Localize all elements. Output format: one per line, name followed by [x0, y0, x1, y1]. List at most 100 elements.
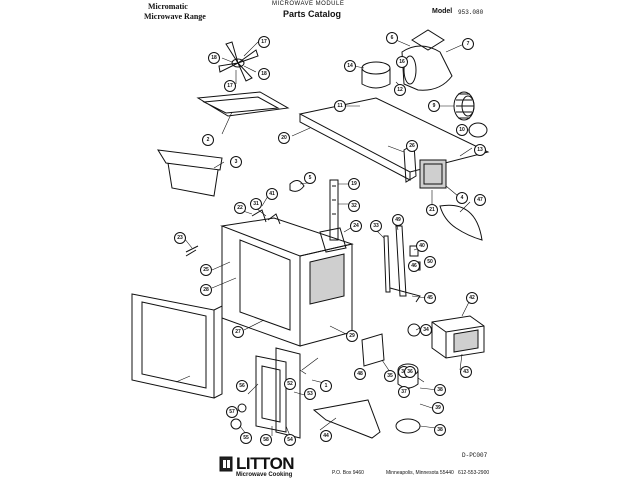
callout-52: 52 [284, 378, 296, 390]
callout-39: 39 [432, 402, 444, 414]
callout-34: 34 [420, 324, 432, 336]
callout-33: 33 [370, 220, 382, 232]
callout-36: 36 [404, 366, 416, 378]
callout-number: 11 [337, 103, 343, 109]
callout-9: 9 [428, 100, 440, 112]
switch-bracket-part [329, 179, 339, 241]
callout-number: 23 [177, 235, 183, 241]
callout-number: 4 [461, 195, 464, 201]
callout-31: 31 [250, 198, 262, 210]
model-number: 953.080 [458, 9, 484, 16]
callout-number: 36 [407, 369, 413, 375]
brand-line-1: Micromatic [148, 2, 188, 11]
callout-number: 26 [409, 143, 415, 149]
callout-10: 10 [456, 124, 468, 136]
callout-number: 16 [399, 59, 405, 65]
callout-26: 26 [406, 140, 418, 152]
callout-21: 21 [426, 204, 438, 216]
callout-number: 46 [411, 263, 417, 269]
callout-11: 11 [334, 100, 346, 112]
bracket-part [185, 245, 199, 257]
callout-47: 47 [474, 194, 486, 206]
callout-32: 32 [348, 200, 360, 212]
callout-25: 25 [200, 264, 212, 276]
callout-number: 47 [477, 197, 483, 203]
callout-number: 29 [349, 333, 355, 339]
callout-number: 38 [437, 387, 443, 393]
callout-46: 46 [408, 260, 420, 272]
door-part [131, 293, 223, 399]
callout-number: 3 [235, 159, 238, 165]
catalog-title: Parts Catalog [283, 9, 342, 19]
callout-number: 28 [203, 287, 209, 293]
callout-38: 38 [434, 384, 446, 396]
brand-tagline: Microwave Cooking [236, 472, 293, 478]
knob-part [237, 403, 247, 413]
callout-number: 17 [227, 83, 233, 89]
callout-24: 24 [350, 220, 362, 232]
city-address: Minneapolis, Minnesota 55440 [386, 470, 454, 476]
callout-number: 45 [427, 295, 433, 301]
callout-number: 38 [437, 427, 443, 433]
callout-number: 27 [235, 329, 241, 335]
callout-18: 18 [208, 52, 220, 64]
callout-38: 38 [434, 424, 446, 436]
callout-number: 41 [269, 191, 275, 197]
callout-number: 55 [243, 435, 249, 441]
callout-number: 39 [435, 405, 441, 411]
callout-number: 50 [427, 259, 433, 265]
phone-number: 612-553-2900 [458, 470, 490, 476]
callout-number: 57 [229, 409, 235, 415]
callout-50: 50 [424, 256, 436, 268]
top-plate-part [298, 97, 490, 181]
callout-number: 43 [463, 369, 469, 375]
callout-44: 44 [320, 430, 332, 442]
callout-number: 2 [207, 137, 210, 143]
callout-number: 12 [397, 87, 403, 93]
callout-number: 24 [353, 223, 359, 229]
callout-14: 14 [344, 60, 356, 72]
base-plate-part [312, 399, 381, 439]
callout-3: 3 [230, 156, 242, 168]
glass-tray-part [395, 418, 421, 434]
brand-logo-text: LITTON [236, 454, 295, 473]
blower-assembly-part [361, 29, 453, 91]
callout-43: 43 [460, 366, 472, 378]
callout-12: 12 [394, 84, 406, 96]
callout-19: 19 [348, 178, 360, 190]
callout-45: 45 [424, 292, 436, 304]
callout-number: 32 [351, 203, 357, 209]
callout-number: 5 [309, 175, 312, 181]
bracket-part [361, 333, 385, 367]
oven-cavity-part [220, 217, 354, 347]
callout-1: 1 [320, 380, 332, 392]
callout-27: 27 [232, 326, 244, 338]
callout-5: 5 [304, 172, 316, 184]
vent-grille-part [157, 149, 223, 197]
fan-blade-part [218, 41, 259, 82]
callout-2: 2 [202, 134, 214, 146]
callout-55: 55 [240, 432, 252, 444]
callout-number: 44 [323, 433, 329, 439]
callout-number: 35 [387, 373, 393, 379]
callout-37: 37 [398, 386, 410, 398]
callout-number: 22 [237, 205, 243, 211]
litton-logo-icon [219, 456, 233, 472]
callout-40: 40 [416, 240, 428, 252]
side-panel-part [439, 204, 483, 241]
model-label: Model [432, 8, 453, 15]
po-box: P.O. Box 9460 [332, 470, 364, 476]
callout-number: 58 [263, 437, 269, 443]
callout-54: 54 [284, 434, 296, 446]
callout-6: 6 [386, 32, 398, 44]
callout-number: 42 [469, 295, 475, 301]
callout-18: 18 [258, 68, 270, 80]
callout-number: 31 [253, 201, 259, 207]
callout-17: 17 [224, 80, 236, 92]
callout-4: 4 [456, 192, 468, 204]
callout-53: 53 [304, 388, 316, 400]
callout-number: 33 [373, 223, 379, 229]
callout-49: 49 [392, 214, 404, 226]
callout-number: 48 [357, 371, 363, 377]
